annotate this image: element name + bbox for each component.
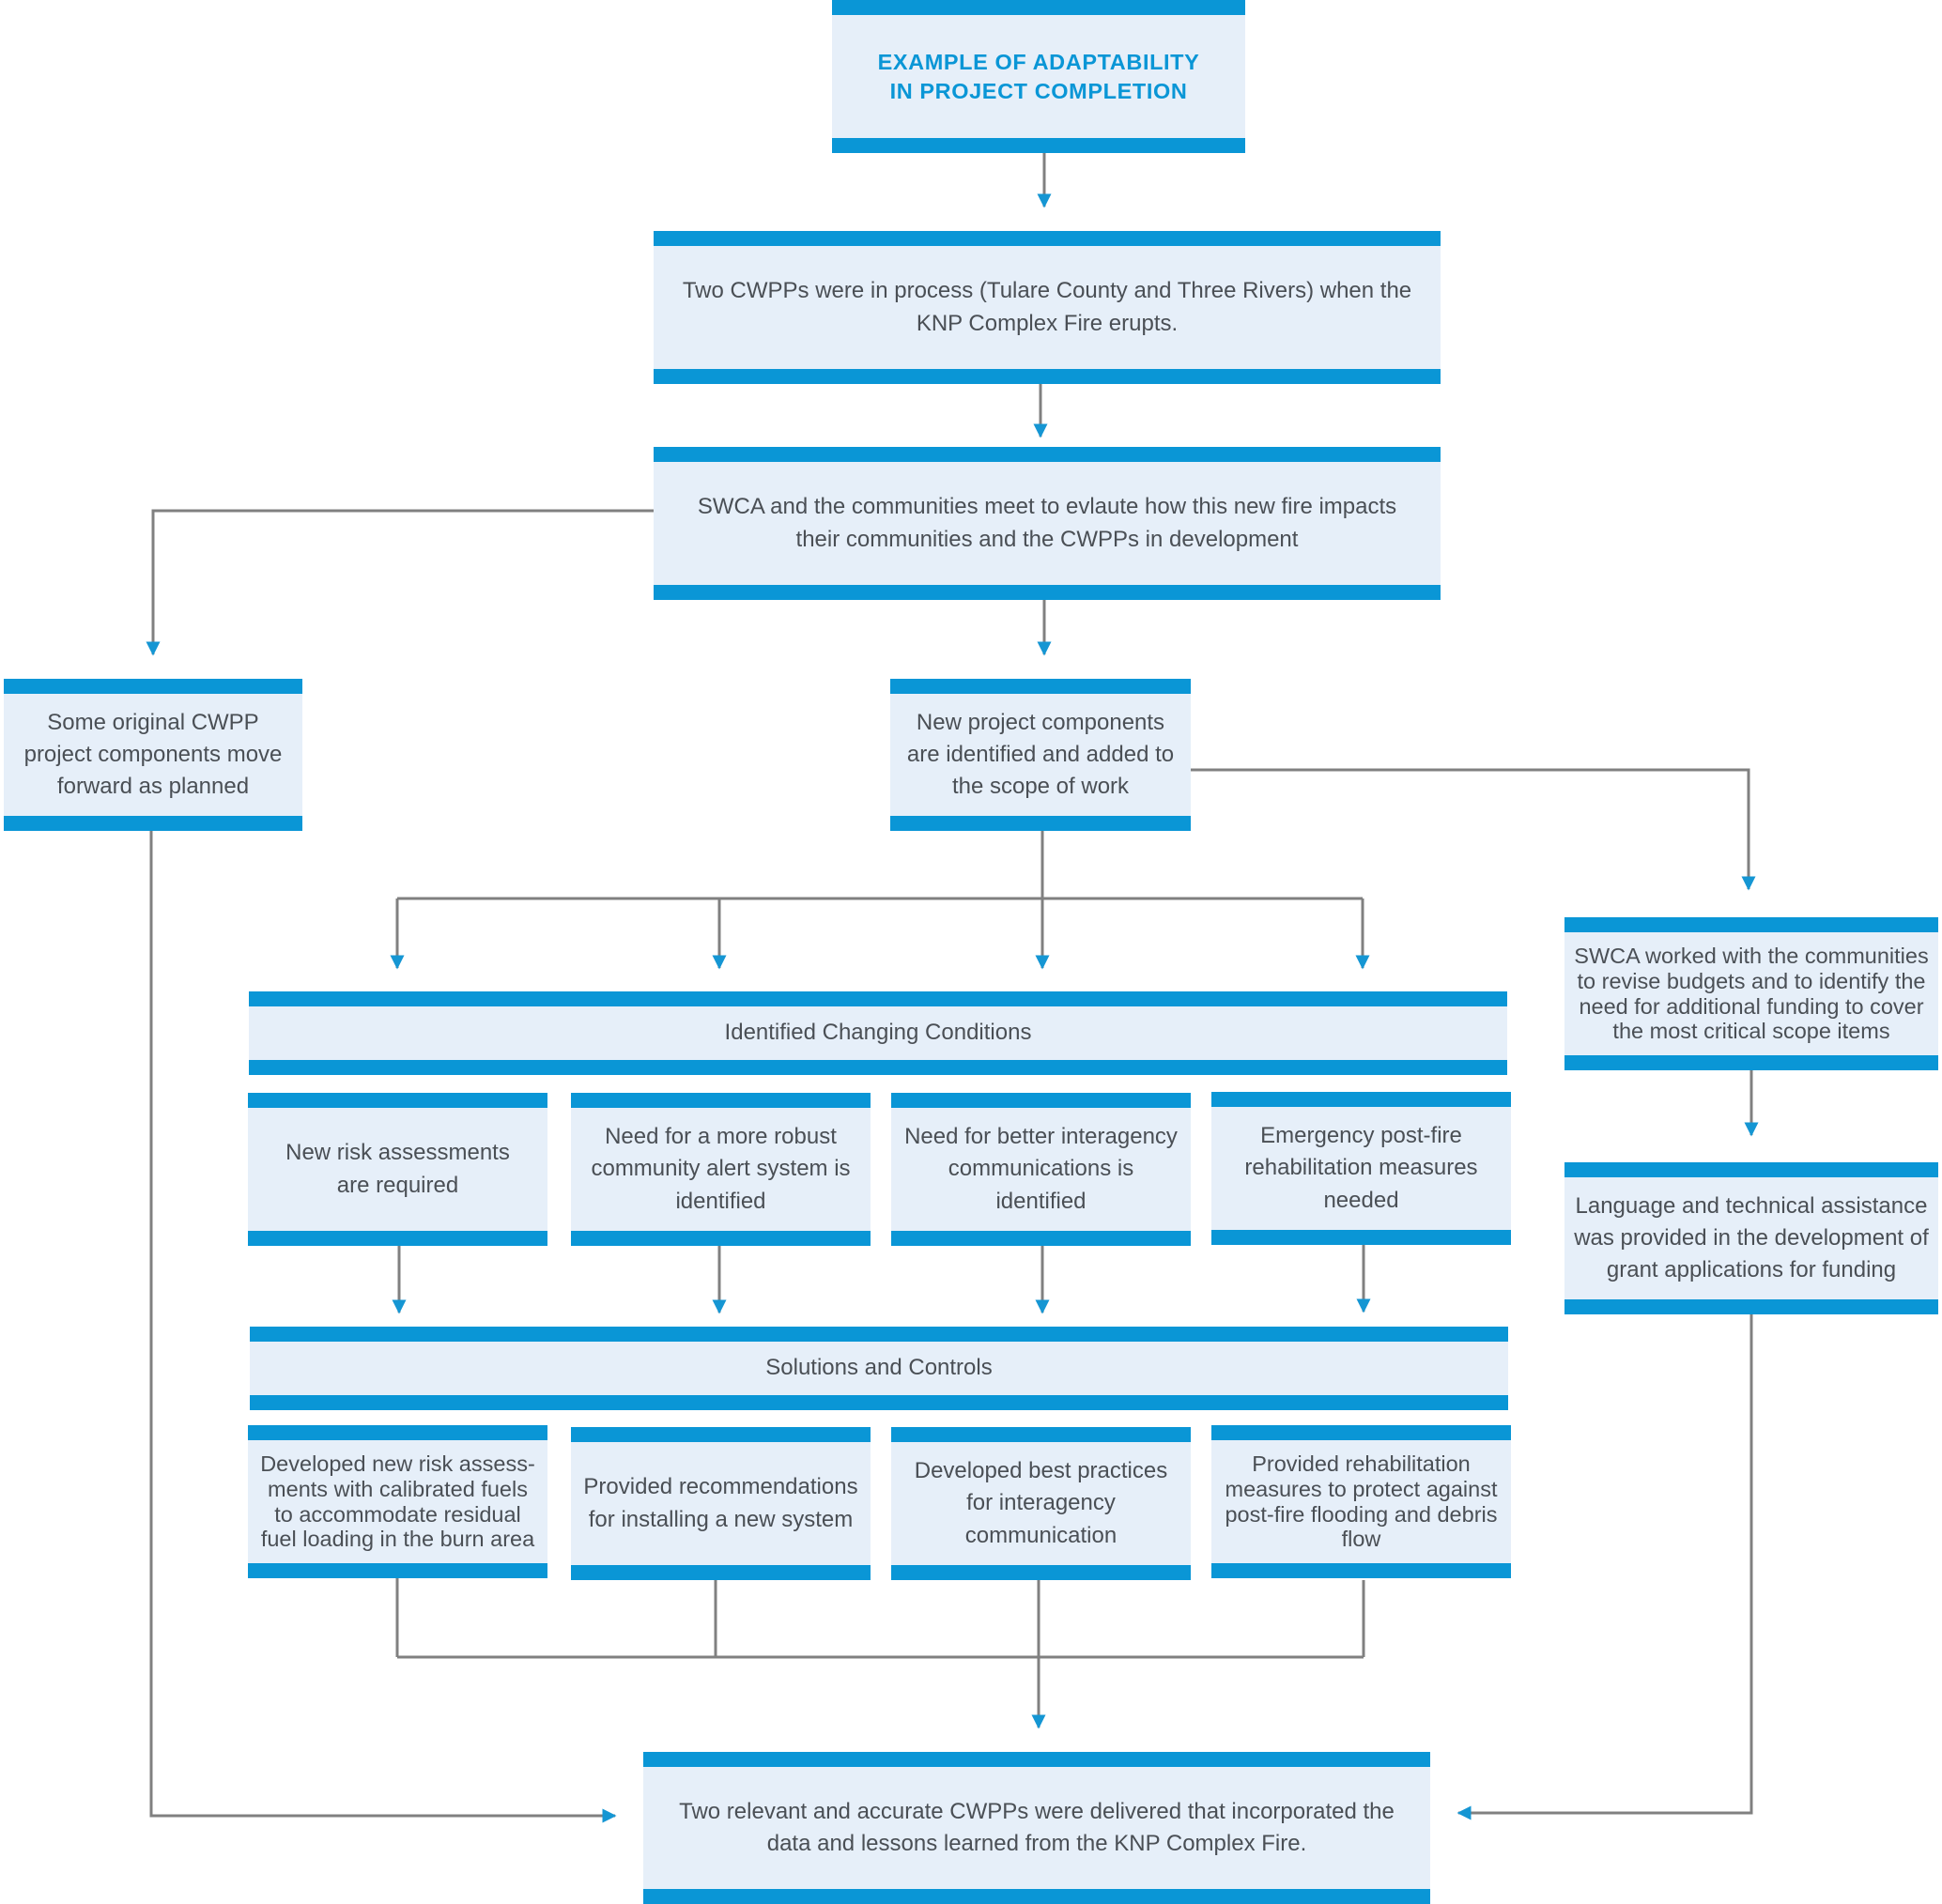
condition-box-1: New risk assessments are required (248, 1093, 547, 1246)
solutions-header: Solutions and Controls (250, 1327, 1508, 1410)
solutions-header-text: Solutions and Controls (765, 1355, 993, 1381)
solution-box-3: Developed best practices for interagency… (891, 1427, 1191, 1580)
condition-box-2: Need for a more robust community alert s… (571, 1093, 871, 1246)
arrow-swca-meet-to-original (146, 509, 654, 656)
diagram-title: EXAMPLE OF ADAPTABILITY IN PROJECT COMPL… (877, 49, 1200, 103)
condition-text-4: Emergency post-fire rehabilitation measu… (1244, 1123, 1478, 1213)
changing-conditions-header-text: Identified Changing Conditions (724, 1020, 1032, 1046)
changing-conditions-header: Identified Changing Conditions (249, 991, 1507, 1075)
arrow-new-to-revise-budgets (1191, 768, 1756, 891)
title-box: EXAMPLE OF ADAPTABILITY IN PROJECT COMPL… (832, 0, 1245, 153)
step-new-components: New project components are identified an… (890, 679, 1191, 831)
condition-text-3: Need for better interagency communicatio… (904, 1124, 1178, 1214)
solution-text-1: Developed new risk assess-ments with cal… (260, 1451, 535, 1552)
step-revise-budgets: SWCA worked with the communities to revi… (1564, 917, 1938, 1070)
step-cwpps-in-process: Two CWPPs were in process (Tulare County… (654, 231, 1441, 384)
step-original-components: Some original CWPP project components mo… (4, 679, 302, 831)
step-cwpps-in-process-text: Two CWPPs were in process (Tulare County… (682, 278, 1412, 336)
step-swca-meet-text: SWCA and the communities meet to evlaute… (697, 494, 1397, 552)
condition-text-1: New risk assessments are required (285, 1140, 510, 1198)
arrow-original-to-final (149, 831, 617, 1823)
condition-box-4: Emergency post-fire rehabilitation measu… (1211, 1092, 1511, 1245)
step-final: Two relevant and accurate CWPPs were del… (643, 1752, 1430, 1904)
solution-box-2: Provided recommendations for installing … (571, 1427, 871, 1580)
solution-text-2: Provided recommendations for installing … (583, 1474, 858, 1532)
solution-text-3: Developed best practices for interagency… (914, 1458, 1168, 1548)
condition-text-2: Need for a more robust community alert s… (591, 1124, 851, 1214)
arrow-language-to-final (1456, 1314, 1753, 1820)
step-original-components-text: Some original CWPP project components mo… (23, 709, 283, 800)
condition-box-3: Need for better interagency communicatio… (891, 1093, 1191, 1246)
solution-box-1: Developed new risk assess-ments with cal… (248, 1425, 547, 1578)
step-language-assistance: Language and technical assistance was pr… (1564, 1162, 1938, 1314)
step-language-assistance-text: Language and technical assistance was pr… (1574, 1192, 1929, 1283)
step-swca-meet: SWCA and the communities meet to evlaute… (654, 447, 1441, 600)
step-new-components-text: New project components are identified an… (906, 709, 1175, 800)
step-revise-budgets-text: SWCA worked with the communities to revi… (1574, 944, 1929, 1044)
solution-box-4: Provided rehabilitation measures to prot… (1211, 1425, 1511, 1578)
solution-text-4: Provided rehabilitation measures to prot… (1225, 1451, 1498, 1552)
step-final-text: Two relevant and accurate CWPPs were del… (679, 1798, 1395, 1856)
